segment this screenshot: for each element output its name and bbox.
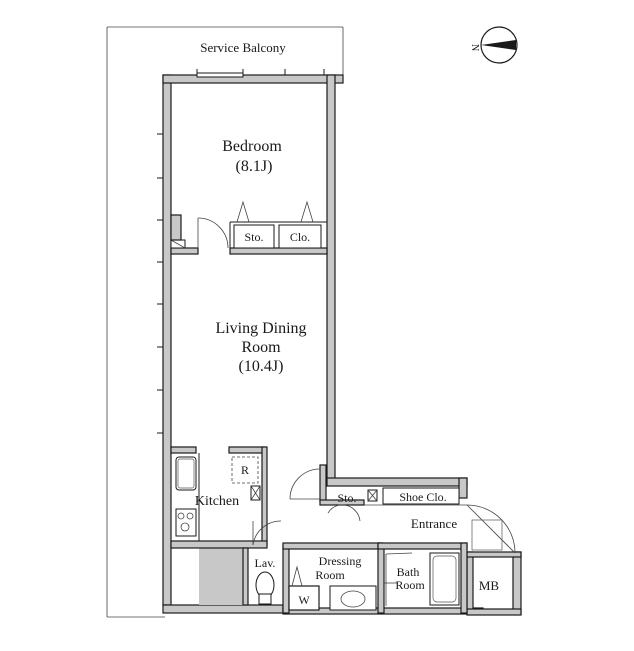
lavatory-label: Lav. <box>255 556 276 570</box>
ldr-label-line2: Room <box>241 339 281 356</box>
bath-room-label-line1: Bath <box>397 565 420 579</box>
bedroom-storage-label: Sto. <box>244 230 263 244</box>
ldr-size: (10.4J) <box>239 358 284 375</box>
interior-partitions <box>170 200 516 614</box>
compass-north-label: N <box>469 44 480 51</box>
ldr-label-line1: Living Dining <box>215 320 306 337</box>
washer-label: W <box>298 593 310 607</box>
shoe-closet-label: Shoe Clo. <box>399 490 446 504</box>
north-compass: N <box>469 26 518 64</box>
dressing-room-label-line2: Room <box>315 568 345 582</box>
entrance-storage-label: Sto. <box>337 491 356 505</box>
entrance-label: Entrance <box>411 516 457 531</box>
bath-room-label-line2: Room <box>395 578 425 592</box>
bedroom-size: (8.1J) <box>236 158 273 175</box>
dressing-room-label-line1: Dressing <box>319 554 362 568</box>
meter-box-label: MB <box>479 578 500 593</box>
service-balcony-label: Service Balcony <box>200 40 286 55</box>
window-marks <box>157 69 325 434</box>
refrigerator-label: R <box>241 463 249 477</box>
exterior-walls <box>162 74 522 616</box>
kitchen-label: Kitchen <box>195 494 239 509</box>
closet-label: Clo. <box>290 230 310 244</box>
bedroom-label: Bedroom <box>222 138 282 155</box>
service-balcony-outline <box>106 26 344 618</box>
